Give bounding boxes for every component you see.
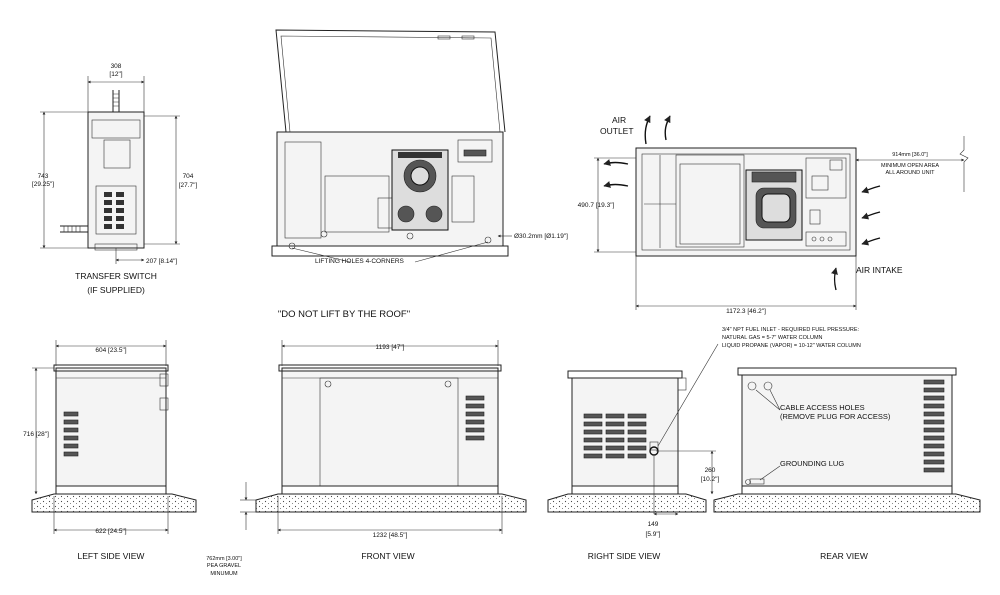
rear-panel — [741, 374, 953, 487]
right-side-caption: RIGHT SIDE VIEW — [588, 551, 661, 561]
left-louvers — [63, 411, 79, 457]
ts-height-mm: 743 — [38, 173, 49, 180]
rear-view-caption: REAR VIEW — [820, 551, 868, 561]
ts-caption-line1: TRANSFER SWITCH — [75, 271, 157, 281]
plan-length-dim: 1172.3 [46.2"] — [726, 308, 766, 315]
top-view: Ø30.2mm [Ø1.19"] LIFTING HOLES 4-CORNERS… — [271, 29, 568, 320]
rear-view: CABLE ACCESS HOLES (REMOVE PLUG FOR ACCE… — [713, 367, 981, 561]
fuel-note-line1: 3/4" NPT FUEL INLET - REQUIRED FUEL PRES… — [722, 327, 860, 333]
left-side-panel — [55, 367, 167, 487]
ts-height-in: [29.25"] — [32, 181, 54, 188]
right-side-view: 3/4" NPT FUEL INLET - REQUIRED FUEL PRES… — [547, 327, 861, 561]
front-panel — [281, 367, 499, 487]
gravel-line3: MINUMUM — [210, 571, 238, 577]
right-louvers — [583, 413, 647, 459]
lift-warning: "DO NOT LIFT BY THE ROOF" — [278, 309, 410, 320]
engine-block — [391, 149, 449, 231]
cable-hole-1 — [747, 381, 757, 391]
air-outlet-line1: AIR — [612, 115, 626, 125]
clearance-line3: ALL AROUND UNIT — [885, 170, 935, 176]
ts-width-in: [12"] — [109, 71, 122, 78]
front-base-width: 1232 [48.5"] — [373, 532, 408, 539]
left-base-width: 622 [24.5"] — [95, 528, 126, 535]
hole-diameter-dim: Ø30.2mm [Ø1.19"] — [514, 233, 568, 240]
gravel-line1: 762mm [3.00"] — [206, 556, 242, 562]
front-top-width: 1193 [47"] — [376, 344, 405, 351]
plan-engine — [745, 169, 803, 241]
fuel-note-line3: LIQUID PROPANE (VAPOR) = 10-12" WATER CO… — [722, 343, 861, 349]
ts-caption-line2: (IF SUPPLIED) — [87, 285, 145, 295]
cable-hole-2 — [763, 381, 773, 391]
breaker-panel — [95, 185, 137, 235]
open-roof-lid — [275, 29, 506, 133]
clearance-line2: MINIMUM OPEN AREA — [881, 163, 939, 169]
cable-access-line2: (REMOVE PLUG FOR ACCESS) — [780, 412, 891, 421]
front-view-caption: FRONT VIEW — [361, 551, 414, 561]
ts-inner-height-in: [27.7"] — [179, 182, 198, 189]
lifting-holes-label: LIFTING HOLES 4-CORNERS — [315, 258, 405, 265]
clearance-line1: 914mm [36.0"] — [892, 152, 928, 158]
ts-inner-height-mm: 704 — [183, 173, 194, 180]
cable-access-line1: CABLE ACCESS HOLES — [780, 403, 865, 412]
inlet-offset-mm: 149 — [648, 521, 659, 528]
front-view: 1193 [47"] 1232 [48.5"] 762mm [3.00"] PE… — [206, 340, 527, 577]
inlet-height-mm: 260 — [705, 467, 716, 474]
unit-body-top — [276, 131, 504, 247]
ts-width-mm: 308 — [111, 63, 122, 70]
plan-view: AIR OUTLET AIR INTAKE 490.7 [19.3"] 1172… — [578, 115, 969, 315]
gravel-line2: PEA GRAVEL — [207, 563, 241, 569]
transfer-switch-view: 308 [12"] 743 [29.25"] 704 [27.7"] 207 [… — [32, 63, 198, 295]
left-height: 716 [28"] — [23, 431, 49, 438]
air-intake-label: AIR INTAKE — [856, 265, 903, 275]
fuel-note-line2: NATURAL GAS = 5-7" WATER COLUMN — [722, 335, 823, 341]
air-outlet-line2: OUTLET — [600, 126, 634, 136]
inlet-height-in: [10.2"] — [701, 476, 720, 483]
ts-offset: 207 [8.14"] — [146, 258, 177, 265]
grounding-lug-label: GROUNDING LUG — [780, 459, 844, 468]
left-side-view: 604 [23.5"] 716 [28"] 622 [24.5"] LEFT S… — [23, 340, 197, 561]
grounding-lug — [749, 478, 765, 485]
inlet-offset-in: [5.9"] — [646, 531, 661, 538]
front-louvers — [465, 395, 485, 441]
left-side-caption: LEFT SIDE VIEW — [78, 551, 145, 561]
rear-louvers — [923, 379, 945, 473]
left-top-width: 604 [23.5"] — [95, 347, 126, 354]
plan-depth-dim: 490.7 [19.3"] — [578, 202, 615, 209]
